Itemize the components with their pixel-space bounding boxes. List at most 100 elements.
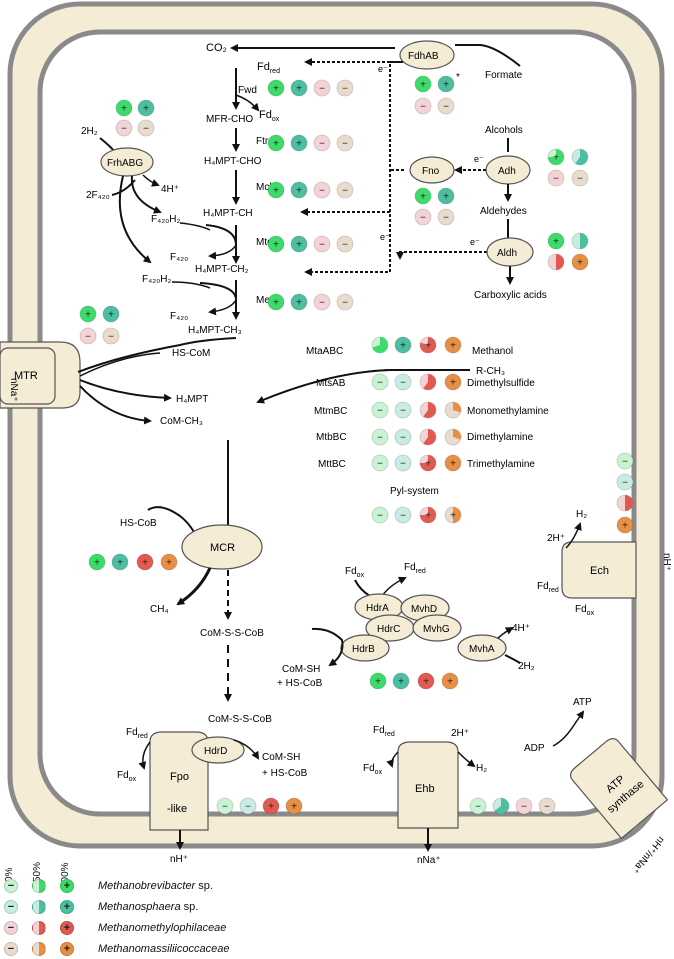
taxon-dot: − — [336, 134, 354, 152]
legend-row-methanomethylophilaceae: − + Methanomethylophilaceae — [4, 918, 226, 938]
svg-text:−: − — [443, 213, 449, 224]
svg-text:−: − — [475, 802, 481, 813]
fpo-label: Fpo — [170, 771, 189, 783]
taxon-dot: − — [102, 327, 120, 345]
taxon-dot — [419, 428, 437, 446]
ech-label: Ech — [590, 565, 609, 577]
com-s-s-cob-1-label: CoM-S-S-CoB — [200, 628, 264, 639]
svg-text:+: + — [143, 104, 149, 115]
taxon-dot — [547, 253, 565, 271]
svg-text:+: + — [443, 192, 449, 203]
svg-text:−: − — [108, 332, 114, 343]
taxon-dot: − — [414, 97, 432, 115]
svg-text:−: − — [222, 802, 228, 813]
four-h-label: 4H⁺ — [161, 184, 179, 195]
taxon-dot: + — [419, 506, 437, 524]
dms-label: Dimethylsulfide — [467, 378, 535, 389]
fd-ox-top-label: Fdox — [259, 109, 280, 123]
mma-label: Monomethylamine — [467, 406, 549, 417]
tma-label: Trimethylamine — [467, 459, 535, 470]
mfr-cho-label: MFR-CHO — [206, 114, 253, 125]
svg-text:+: + — [108, 310, 114, 321]
svg-text:+: + — [425, 459, 431, 470]
taxon-dot: − — [313, 293, 331, 311]
svg-text:+: + — [400, 341, 406, 352]
com-ch3-label: CoM-CH₃ — [160, 416, 203, 427]
taxon-dot: − — [313, 181, 331, 199]
taxon-dot: − — [437, 97, 455, 115]
svg-text:−: − — [622, 478, 628, 489]
ch4-label: CH₄ — [150, 604, 169, 615]
taxon-abundance-indicators: ++−−++−−++−−++−−++−−++−−++−−++−−+−−++++−… — [79, 75, 634, 815]
svg-text:−: − — [342, 298, 348, 309]
legend-name-methanosphaera: Methanosphaera sp. — [98, 901, 199, 913]
taxon-dot: − — [538, 797, 556, 815]
taxon-dot: − — [394, 454, 412, 472]
svg-text:+: + — [425, 511, 431, 522]
h4mpt-cho-label: H₄MPT-CHO — [204, 156, 262, 167]
svg-text:+: + — [142, 558, 148, 569]
asterisk: * — [456, 72, 460, 83]
taxon-dot: − — [437, 208, 455, 226]
two-f420-label: 2F₄₂₀ — [86, 190, 110, 201]
f420h2-a-label: F₄₂₀H₂ — [151, 214, 180, 225]
r-ch3-label: R-CH₃ — [476, 366, 505, 377]
ehb-label: Ehb — [415, 783, 435, 795]
atp-synthase-complex — [569, 738, 669, 840]
svg-text:+: + — [291, 802, 297, 813]
taxon-dot — [419, 401, 437, 419]
taxon-dot — [492, 797, 510, 815]
taxon-dot: + — [437, 187, 455, 205]
taxon-dot: + — [290, 235, 308, 253]
svg-text:−: − — [420, 102, 426, 113]
hdrd-subunit — [191, 736, 245, 764]
fd-red-ech-label: Fdred — [537, 581, 559, 594]
svg-text:−: − — [85, 332, 91, 343]
svg-text:−: − — [420, 213, 426, 224]
svg-text:+: + — [447, 677, 453, 688]
e-minus-2: e⁻ — [380, 232, 390, 242]
svg-text:+: + — [553, 237, 559, 248]
svg-text:−: − — [143, 124, 149, 135]
legend-dot-half — [32, 900, 46, 914]
taxon-dot: + — [262, 797, 280, 815]
hdrc-label: HdrC — [377, 624, 400, 635]
taxon-dot: − — [371, 506, 389, 524]
svg-text:−: − — [521, 802, 527, 813]
legend-dot-half — [32, 879, 46, 893]
fd-red-ehb-label: Fdred — [373, 725, 395, 738]
legend: 0% 50% 100% − + Methanobrevibacter sp. −… — [0, 850, 300, 956]
svg-text:−: − — [400, 459, 406, 470]
e-minus-1: e⁻ — [378, 64, 388, 74]
mer-label: Mer — [256, 295, 274, 306]
taxon-dot: + — [137, 99, 155, 117]
h2-ech-label: H₂ — [576, 509, 587, 520]
svg-text:−: − — [121, 124, 127, 135]
svg-text:+: + — [117, 558, 123, 569]
svg-text:+: + — [423, 677, 429, 688]
svg-text:−: − — [377, 406, 383, 417]
taxon-dot — [444, 428, 462, 446]
frhabg-enzyme — [100, 147, 154, 177]
svg-text:+: + — [553, 153, 559, 164]
svg-text:−: − — [377, 378, 383, 389]
svg-text:−: − — [400, 433, 406, 444]
svg-text:+: + — [450, 378, 456, 389]
taxon-dot: − — [336, 181, 354, 199]
svg-text:−: − — [400, 406, 406, 417]
h4mpt-ch-label: H₄MPT-CH — [203, 208, 253, 219]
svg-text:+: + — [273, 139, 279, 150]
taxon-dot — [419, 373, 437, 391]
svg-text:+: + — [296, 84, 302, 95]
mtsab-label: MtsAB — [316, 378, 346, 389]
svg-text:−: − — [342, 84, 348, 95]
two-h-ech-label: 2H⁺ — [547, 533, 565, 544]
svg-text:+: + — [398, 677, 404, 688]
taxon-dot — [571, 148, 589, 166]
hs-cob-1-label: + HS-CoB — [277, 678, 323, 689]
svg-text:+: + — [375, 677, 381, 688]
taxon-dot: + — [160, 553, 178, 571]
fd-ox-ehb-label: Fdox — [363, 763, 383, 776]
h4mpt-label: H₄MPT — [176, 394, 208, 405]
